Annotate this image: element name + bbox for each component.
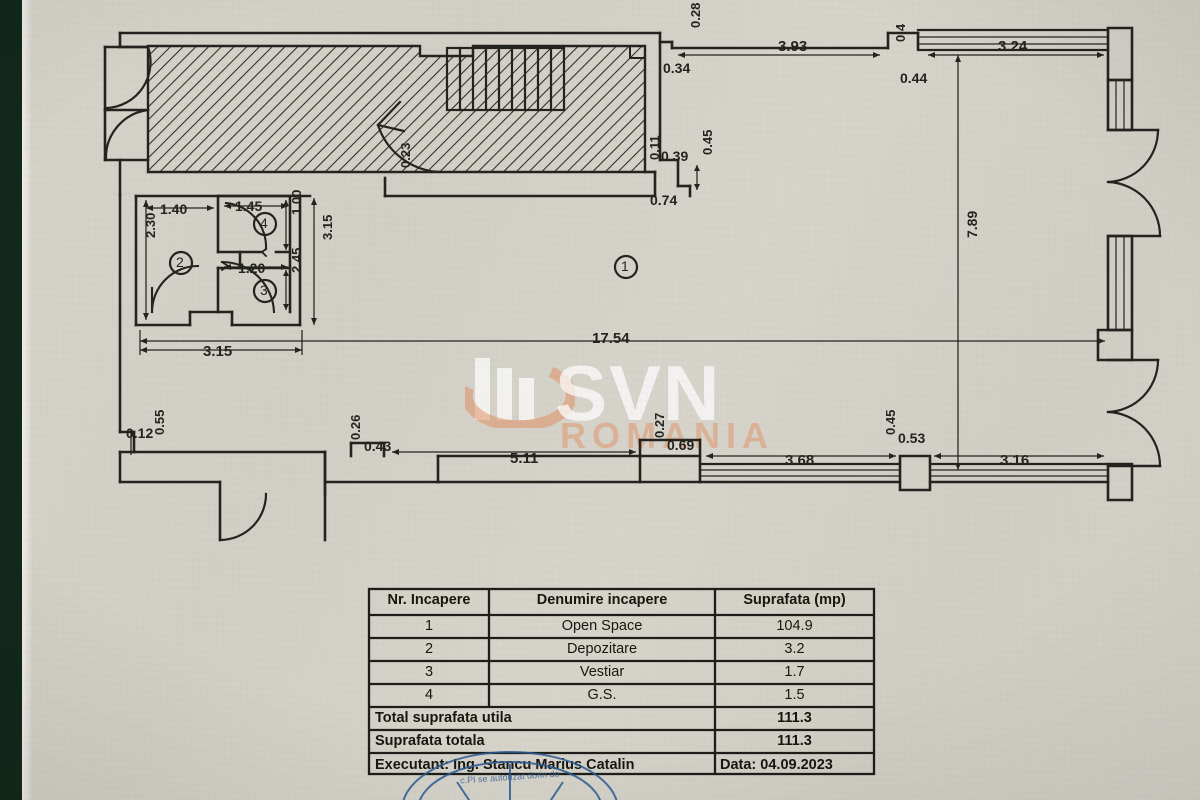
- dim-1-45-top: 1.45: [235, 198, 263, 214]
- paper-left-edge: [22, 0, 32, 800]
- dim-0-44: 0.44: [900, 70, 928, 86]
- table-row: 2: [424, 641, 434, 657]
- dim-0-39: 0.39: [661, 148, 689, 164]
- dim-3-24: 3.24: [998, 38, 1028, 55]
- table-total-utila-label: Total suprafata utila: [375, 710, 512, 726]
- dim-3-93: 3.93: [778, 38, 808, 55]
- table-row: 3: [424, 664, 434, 680]
- dim-0-34: 0.34: [663, 60, 691, 76]
- table-row: Depozitare: [566, 641, 638, 657]
- room-marker-4: 4: [260, 215, 268, 231]
- dim-0-69: 0.69: [667, 437, 695, 453]
- table-row: 1.7: [784, 664, 805, 680]
- dim-17-54: 17.54: [592, 330, 630, 347]
- dim-3-68: 3.68: [785, 452, 815, 469]
- table-total-totala-value: 111.3: [777, 733, 812, 749]
- table-total-utila-value: 111.3: [777, 710, 812, 726]
- table-row: G.S.: [587, 687, 617, 703]
- dim-5-11: 5.11: [510, 450, 539, 467]
- room-marker-3: 3: [260, 282, 268, 298]
- room-marker-2: 2: [176, 254, 184, 270]
- dim-3-16: 3.16: [1000, 452, 1030, 469]
- table-date-label: Data: 04.09.2023: [720, 757, 833, 773]
- table-row: 4: [424, 687, 434, 703]
- table-total-totala-label: Suprafata totala: [375, 733, 485, 749]
- table-header-nr: Nr. Incapere: [387, 592, 471, 608]
- dim-0-53: 0.53: [898, 430, 926, 446]
- table-row: Vestiar: [579, 664, 625, 680]
- dim-0-43: 0.43: [364, 438, 392, 454]
- dim-3-15: 3.15: [203, 343, 233, 360]
- dim-1-40: 1.40: [160, 201, 188, 217]
- table-row: 104.9: [776, 618, 813, 634]
- table-executant-label: Executant: Ing. Stancu Marius Catalin: [375, 757, 635, 773]
- table-row: 1: [424, 618, 434, 634]
- dim-0-12: 0.12: [126, 425, 154, 441]
- dim-1-45-bot: 1.20: [238, 260, 266, 276]
- dim-0-74: 0.74: [650, 192, 678, 208]
- table-row: 1.5: [784, 687, 805, 703]
- table-row: Open Space: [561, 618, 643, 634]
- room-marker-1: 1: [621, 258, 629, 274]
- table-header-name: Denumire incapere: [536, 592, 668, 608]
- table-header-area: Suprafata (mp): [743, 592, 846, 608]
- table-row: 3.2: [784, 641, 805, 657]
